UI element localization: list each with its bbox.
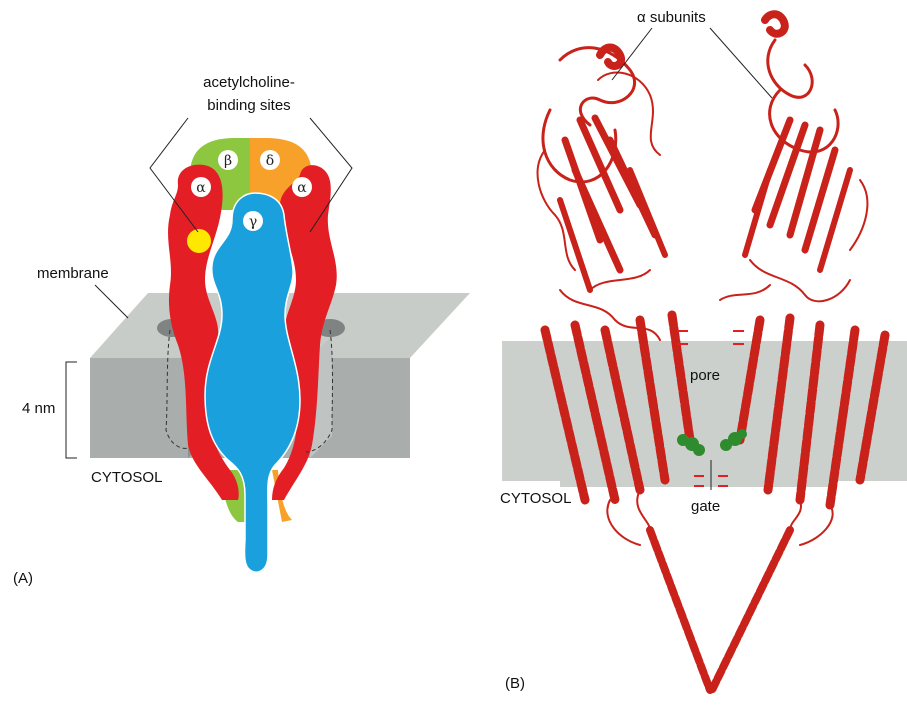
alpha-right-label-badge: α (292, 177, 312, 197)
alpha-left-glyph: α (196, 180, 206, 196)
delta-label-badge: δ (260, 150, 280, 170)
beta-label-badge: β (218, 150, 238, 170)
extracellular-domain-right (720, 14, 867, 301)
cytosol-label-a: CYTOSOL (91, 469, 162, 486)
gamma-label-badge: γ (243, 211, 263, 231)
acetylcholine-binding-site (187, 229, 211, 253)
extracellular-domain-left (538, 48, 665, 341)
delta-glyph: δ (266, 153, 274, 169)
membrane-label: membrane (37, 265, 109, 282)
cytosol-label-b: CYTOSOL (500, 490, 571, 507)
pore-label: pore (690, 367, 720, 384)
panel-label-a: (A) (13, 570, 33, 587)
beta-glyph: β (224, 153, 232, 169)
binding-sites-label-line1: acetylcholine- (203, 74, 295, 91)
binding-sites-label-line2: binding sites (207, 97, 290, 114)
gamma-glyph: γ (249, 214, 257, 230)
panel-label-b: (B) (505, 675, 525, 692)
alpha-right-glyph: α (297, 180, 307, 196)
alpha-left-label-badge: α (191, 177, 211, 197)
panel-a: β δ α α γ acetylcholine- binding sites m… (13, 74, 470, 587)
cytoplasmic-helices (607, 490, 832, 690)
alpha-leader-right (710, 28, 772, 98)
gate-label: gate (691, 498, 720, 515)
scale-bracket (66, 362, 77, 458)
alpha-subunits-label: α subunits (637, 9, 706, 26)
panel-b: α subunits pore gate CYTOSOL (B) (500, 9, 907, 692)
membrane-leader (95, 285, 128, 318)
scale-label: 4 nm (22, 400, 55, 417)
